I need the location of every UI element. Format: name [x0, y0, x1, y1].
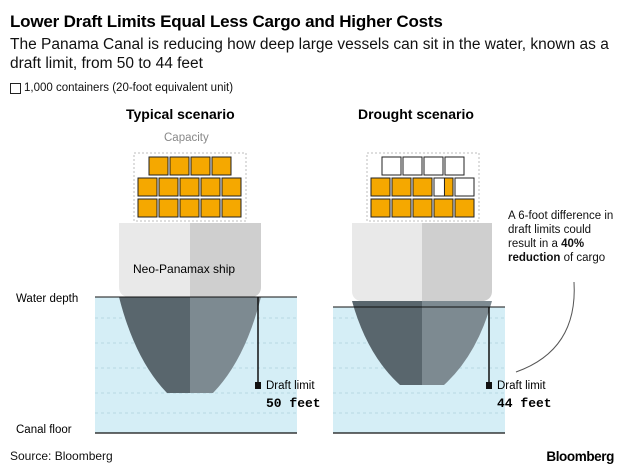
drought-draft-value: 44 feet — [497, 396, 552, 411]
container-filled — [412, 177, 433, 197]
container-filled — [391, 177, 412, 197]
drought-scenario-heading: Drought scenario — [358, 106, 474, 122]
drought-draft-marker — [486, 382, 492, 389]
chart-subtitle: The Panama Canal is reducing how deep la… — [10, 36, 609, 72]
container-filled — [370, 177, 391, 197]
water-depth-label: Water depth — [16, 293, 79, 305]
typical-draft-marker — [255, 382, 261, 389]
container-filled — [433, 198, 454, 218]
annotation-pre: A 6-foot difference in draft limits coul… — [508, 210, 614, 250]
chart-title: Lower Draft Limits Equal Less Cargo and … — [10, 12, 443, 31]
drought-draft-label: Draft limit — [497, 380, 546, 392]
container-filled — [443, 177, 454, 197]
container-filled — [391, 198, 412, 218]
typical-scenario-heading: Typical scenario — [126, 106, 235, 122]
container-filled — [179, 198, 200, 218]
container-filled — [221, 177, 242, 197]
container-filled — [200, 198, 221, 218]
container-slot — [381, 156, 402, 176]
typical-draft-label: Draft limit — [266, 380, 315, 392]
drought-hull — [352, 301, 492, 385]
canal-floor-label: Canal floor — [16, 424, 72, 436]
source-note: Source: Bloomberg — [10, 449, 113, 463]
typical-draft-value: 50 feet — [266, 396, 321, 411]
container-filled — [412, 198, 433, 218]
container-filled — [190, 156, 211, 176]
container-filled — [200, 177, 221, 197]
container-slot — [444, 156, 465, 176]
container-filled — [158, 198, 179, 218]
container-filled — [221, 198, 242, 218]
annotation-text: A 6-foot difference in draft limits coul… — [508, 209, 620, 265]
container-filled — [158, 177, 179, 197]
drought-superstructure — [352, 223, 492, 301]
container-filled — [137, 177, 158, 197]
container-slot — [423, 156, 444, 176]
drought-capacity-outline — [366, 152, 480, 222]
bloomberg-logo: Bloomberg — [546, 449, 614, 464]
container-slot — [454, 177, 475, 197]
capacity-label: Capacity — [164, 132, 209, 144]
annotation-bold: 40% reduction — [508, 238, 585, 264]
container-legend-swatch — [10, 82, 21, 94]
legend: 1,000 containers (20-foot equivalent uni… — [10, 82, 233, 94]
typical-capacity-outline — [133, 152, 247, 222]
container-filled — [179, 177, 200, 197]
container-filled — [370, 198, 391, 218]
typical-hull — [119, 297, 261, 393]
annotation-leader-line — [515, 281, 575, 373]
ship-type-label: Neo-Panamax ship — [133, 262, 236, 276]
container-filled — [211, 156, 232, 176]
container-filled — [454, 198, 475, 218]
typical-superstructure — [119, 223, 261, 297]
annotation-post: of cargo — [560, 252, 606, 264]
container-filled — [148, 156, 169, 176]
container-slot — [402, 156, 423, 176]
legend-label: 1,000 containers (20-foot equivalent uni… — [24, 82, 234, 94]
container-grid — [137, 156, 475, 218]
container-filled — [169, 156, 190, 176]
container-filled — [137, 198, 158, 218]
